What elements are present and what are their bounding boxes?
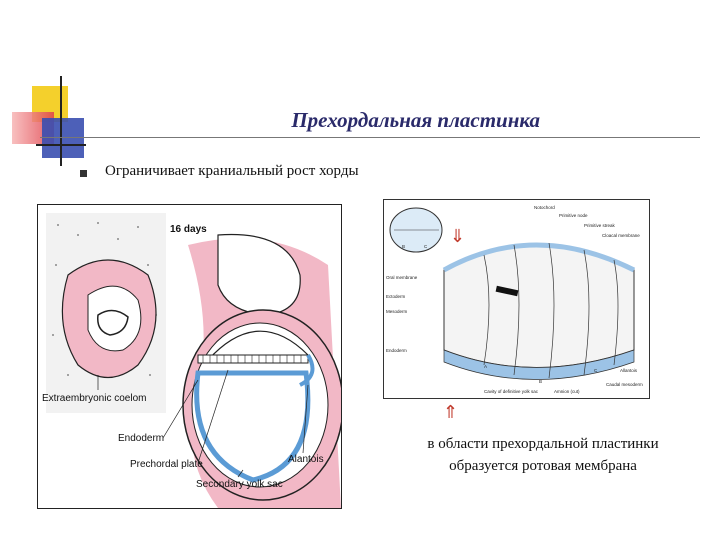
section-letter-a: A	[484, 364, 487, 369]
label-alantois: Alantois	[288, 454, 324, 465]
caption: в области прехордальной пластинки образу…	[383, 433, 703, 477]
label-notochord: Notochord	[534, 205, 555, 210]
trilaminar-disc-drawing: B C Oral membrane Ectoderm Mesoderm Endo…	[384, 200, 649, 398]
label-primitive-node: Primitive node	[559, 213, 588, 218]
arrow-down-icon: ⇓	[450, 226, 465, 247]
arrow-up-icon: ⇑	[443, 402, 458, 423]
label-cavity-yolk-sac: Cavity of definitive yolk sac	[484, 389, 539, 394]
figure-title: 16 days	[170, 224, 207, 235]
label-allantois: Allantois	[620, 368, 638, 373]
slide-title: Прехордальная пластинка	[150, 108, 540, 133]
label-extraembryonic-coelom: Extraembryonic coelom	[42, 393, 146, 404]
title-underline	[40, 137, 700, 138]
label-ectoderm: Ectoderm	[386, 294, 406, 299]
caption-line-2: образуется ротовая мембрана	[383, 455, 703, 477]
inset-label-b: B	[402, 244, 405, 249]
section-letter-b: B	[539, 379, 542, 384]
embryo-16-days-figure: 16 days	[37, 204, 342, 509]
label-prechordal-plate: Prechordal plate	[130, 459, 203, 470]
label-oral-membrane: Oral membrane	[386, 275, 418, 280]
label-mesoderm: Mesoderm	[386, 309, 408, 314]
deco-vertical-line	[60, 76, 62, 166]
deco-blue-square	[42, 118, 84, 158]
label-cloacal-membrane: Cloacal membrane	[602, 233, 640, 238]
disc-body	[444, 245, 634, 368]
label-amnion-cut: Amnion (cut)	[554, 389, 580, 394]
caption-line-1: в области прехордальной пластинки	[383, 433, 703, 455]
label-primitive-streak: Primitive streak	[584, 223, 616, 228]
embryonic-disc	[198, 355, 308, 363]
label-caudal-mesoderm: Caudal mesoderm	[606, 382, 643, 387]
label-endoderm: Endoderm	[118, 433, 164, 444]
bullet-marker	[80, 170, 87, 177]
deco-horizontal-line	[36, 144, 86, 146]
bullet-text: Ограничивает краниальный рост хорды	[105, 163, 359, 180]
label-endoderm-right: Endoderm	[386, 348, 407, 353]
embryo-16-days-drawing: 16 days	[38, 205, 341, 508]
label-secondary-yolk-sac: Secondary yolk sac	[196, 479, 283, 490]
trilaminar-disc-figure: B C Oral membrane Ectoderm Mesoderm Endo…	[383, 199, 650, 399]
